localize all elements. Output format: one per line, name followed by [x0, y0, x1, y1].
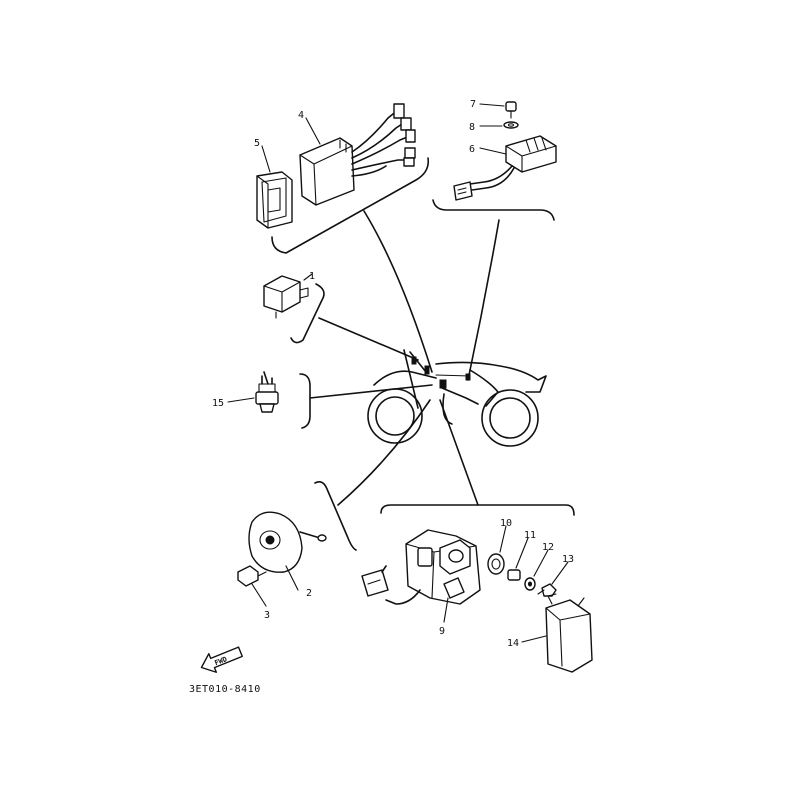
callout-9: 9	[439, 626, 445, 637]
part-11-collar	[507, 569, 521, 581]
part-5-module	[256, 171, 293, 229]
callout-6: 6	[469, 144, 475, 155]
group-bracket-switch	[299, 373, 311, 429]
callout-10: 10	[500, 518, 512, 529]
part-12-washer	[524, 577, 536, 591]
fwd-arrow: FWD	[200, 646, 243, 673]
part-10-damper	[487, 553, 505, 575]
callout-11: 11	[524, 530, 536, 541]
callout-15: 15	[212, 398, 224, 409]
part-3-bolt	[237, 565, 267, 587]
callout-8: 8	[469, 122, 475, 133]
callout-3: 3	[264, 610, 270, 621]
motorcycle-outline	[367, 349, 547, 447]
callout-2: 2	[306, 588, 312, 599]
part-13-bolt	[537, 583, 557, 597]
callout-5: 5	[254, 138, 260, 149]
group-bracket-horn	[314, 481, 357, 551]
part-6-regulator	[453, 135, 557, 201]
part-14-cover	[545, 593, 593, 673]
group-bracket-starter	[380, 504, 575, 516]
callout-1: 1	[309, 271, 315, 282]
callout-13: 13	[562, 554, 574, 565]
group-bracket-top-right	[432, 199, 555, 221]
part-15-switch	[255, 371, 279, 413]
part-1-relay	[263, 275, 309, 319]
part-7-bolt	[505, 101, 517, 119]
drawing-code: 3ET010-8410	[189, 684, 261, 695]
callout-7: 7	[470, 99, 476, 110]
part-4-cdi-unit	[299, 103, 416, 206]
callout-12: 12	[542, 542, 554, 553]
leader-lines	[309, 210, 500, 506]
callout-labels: 1 2 3 4 5 6 7 8 9 10 11 12 13 14 15	[212, 99, 574, 649]
callout-14: 14	[507, 638, 519, 649]
part-9-starter-relay	[361, 529, 481, 605]
part-8-washer	[503, 121, 519, 129]
group-bracket-top-left	[271, 157, 430, 254]
part-2-horn	[248, 511, 327, 573]
callout-4: 4	[298, 110, 304, 121]
callout-leaders	[227, 103, 569, 643]
group-bracket-relay	[290, 283, 325, 344]
